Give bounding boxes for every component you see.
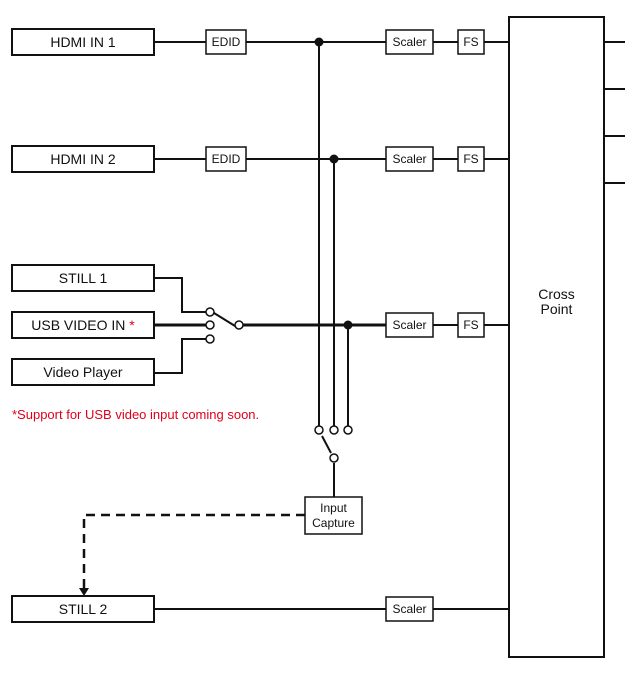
usb-footnote-mark: * (129, 317, 135, 333)
fs-hdmi1-label: FS (463, 35, 478, 49)
input-video-player: Video Player (11, 358, 155, 386)
scaler-still2: Scaler (385, 596, 434, 622)
crosspoint-label-line2: Point (541, 301, 573, 317)
input-usb-video: USB VIDEO IN * (11, 311, 155, 339)
fs-switched: FS (457, 312, 485, 338)
switch-terminal-player (205, 334, 215, 344)
arrowhead-still2 (79, 588, 89, 596)
input-capture-line1: Input (320, 501, 347, 515)
selector-terminal-common (329, 453, 339, 463)
switch-lever (213, 312, 236, 327)
scaler-hdmi1: Scaler (385, 29, 434, 55)
fs-hdmi2: FS (457, 146, 485, 172)
capture-selector-lever (321, 435, 332, 454)
switch-terminal-still1 (205, 307, 215, 317)
scaler-switched: Scaler (385, 312, 434, 338)
input-capture-line2: Capture (312, 516, 355, 530)
fs-hdmi1: FS (457, 29, 485, 55)
scaler-hdmi2: Scaler (385, 146, 434, 172)
wire-still1-switch (154, 277, 206, 313)
junction-switched (343, 320, 353, 330)
selector-terminal-switched (343, 425, 353, 435)
switch-terminal-usb (205, 320, 215, 330)
scaler-hdmi1-label: Scaler (392, 35, 426, 49)
wire-player-switch (154, 338, 206, 374)
switch-terminal-common (234, 320, 244, 330)
selector-terminal-hdmi2 (329, 425, 339, 435)
fs-switched-label: FS (463, 318, 478, 332)
input-video-player-label: Video Player (43, 364, 122, 380)
edid-hdmi1: EDID (205, 29, 247, 55)
crosspoint-label-line1: Cross (538, 286, 575, 302)
input-still2-label: STILL 2 (59, 601, 108, 617)
wire-capture-still2-dashed (82, 513, 305, 589)
input-hdmi2-label: HDMI IN 2 (50, 151, 116, 167)
input-hdmi1: HDMI IN 1 (11, 28, 155, 56)
usb-support-note: *Support for USB video input coming soon… (12, 407, 259, 422)
input-still2: STILL 2 (11, 595, 155, 623)
edid-hdmi2-label: EDID (212, 152, 241, 166)
input-capture-block: Input Capture (304, 496, 363, 535)
input-hdmi2: HDMI IN 2 (11, 145, 155, 173)
scaler-hdmi2-label: Scaler (392, 152, 426, 166)
input-usb-video-label: USB VIDEO IN * (31, 317, 135, 333)
fs-hdmi2-label: FS (463, 152, 478, 166)
input-hdmi1-label: HDMI IN 1 (50, 34, 116, 50)
junction-hdmi2 (329, 154, 339, 164)
edid-hdmi2: EDID (205, 146, 247, 172)
crosspoint-block: Cross Point (508, 16, 605, 658)
input-still1: STILL 1 (11, 264, 155, 292)
scaler-still2-label: Scaler (392, 602, 426, 616)
selector-terminal-hdmi1 (314, 425, 324, 435)
junction-hdmi1 (314, 37, 324, 47)
input-still1-label: STILL 1 (59, 270, 108, 286)
edid-hdmi1-label: EDID (212, 35, 241, 49)
usb-label-text: USB VIDEO IN (31, 317, 129, 333)
scaler-switched-label: Scaler (392, 318, 426, 332)
